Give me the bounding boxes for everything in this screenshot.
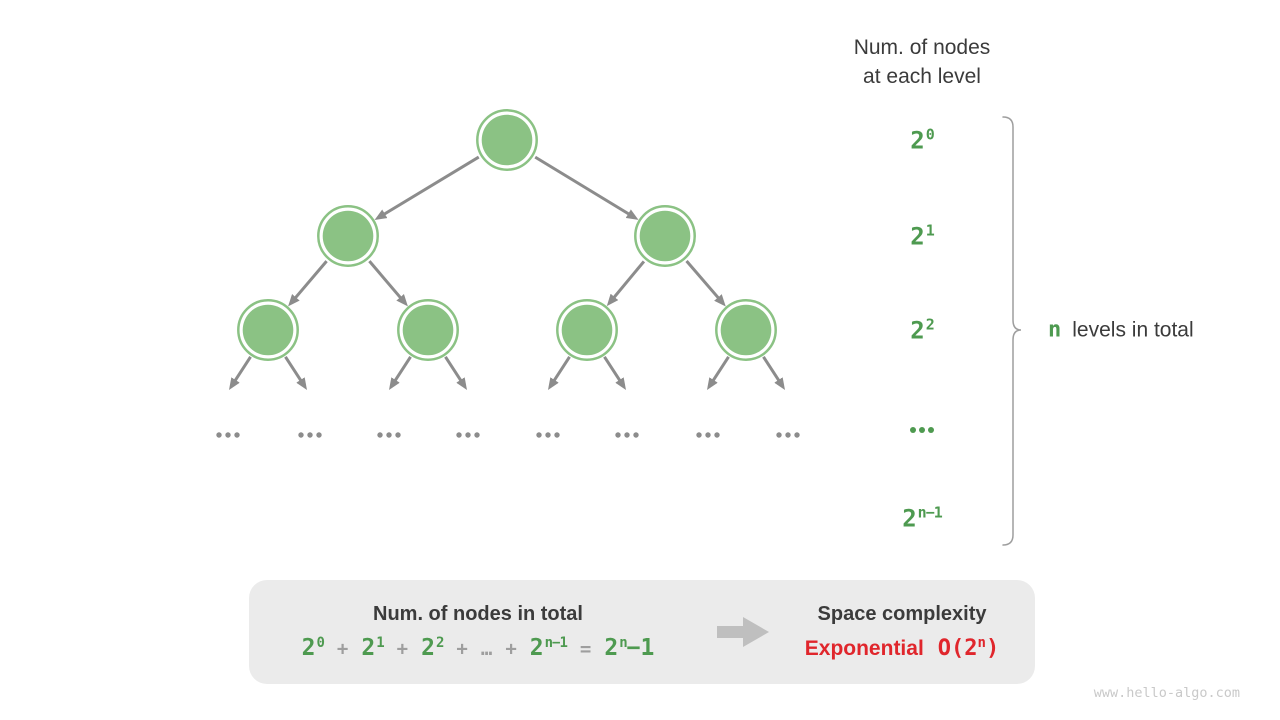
tree-node	[481, 114, 533, 166]
complexity-value: Exponential O(2n)	[769, 635, 1035, 661]
subtree-ellipsis-dot	[395, 432, 401, 438]
formula-term: 22	[421, 635, 445, 661]
subtree-ellipsis-dot	[545, 432, 551, 438]
tree-edge	[762, 356, 785, 391]
space-complexity-title: Space complexity	[817, 603, 987, 625]
tree-edge	[288, 260, 328, 307]
ellipsis-dots	[910, 427, 934, 433]
subtree-ellipsis-dot	[696, 432, 702, 438]
big-o-close: )	[985, 636, 1000, 661]
subtree-ellipsis-dot	[615, 432, 621, 438]
big-o-base: O(2	[937, 636, 978, 661]
subtree-ellipsis-dot	[705, 432, 711, 438]
tree-node	[720, 304, 772, 356]
levels-brace	[1002, 116, 1022, 546]
subtree-ellipsis-dot	[465, 432, 471, 438]
level-label: 22	[910, 315, 935, 345]
summary-right-section: Space complexity Exponential O(2n)	[769, 603, 1035, 661]
subtree-ellipsis-dot	[776, 432, 782, 438]
formula-term: 2n−1	[604, 635, 655, 661]
formula-exponent: 2	[435, 635, 445, 651]
tree-edge	[229, 356, 252, 390]
column-header: Num. of nodes at each level	[854, 33, 991, 91]
formula-operator: +	[396, 638, 409, 660]
subtree-ellipsis-dot	[298, 432, 304, 438]
tree-edges	[229, 155, 785, 391]
dot	[910, 427, 916, 433]
total-nodes-title: Num. of nodes in total	[373, 603, 583, 625]
subtree-ellipsis-dot	[536, 432, 542, 438]
total-nodes-formula: 20+21+22+…+2n−1=2n−1	[249, 635, 707, 661]
tree-nodes	[237, 109, 777, 361]
tree-node	[639, 210, 691, 262]
levels-total-label: n levels in total	[1048, 318, 1194, 343]
subtree-ellipsis-dot	[377, 432, 383, 438]
levels-total-text: levels in total	[1072, 318, 1194, 342]
formula-operator: =	[579, 638, 592, 660]
right-arrow-icon	[717, 617, 769, 647]
formula-term: 2n−1	[529, 635, 568, 661]
summary-box: Num. of nodes in total 20+21+22+…+2n−1=2…	[249, 580, 1035, 684]
level-label: 21	[910, 221, 935, 251]
column-header-line2: at each level	[863, 65, 981, 88]
levels-count-symbol: n	[1048, 317, 1062, 343]
tree-edge	[374, 155, 480, 220]
big-o-notation: O(2n)	[938, 635, 999, 661]
dot	[928, 427, 934, 433]
column-header-line1: Num. of nodes	[853, 36, 991, 59]
tree-edge	[707, 356, 730, 391]
formula-operator: +	[336, 638, 349, 660]
level-label-exponent: 2	[925, 315, 935, 334]
subtree-ellipsis-dot	[785, 432, 791, 438]
tree-node	[242, 304, 294, 356]
complexity-word: Exponential	[804, 637, 924, 660]
summary-left-section: Num. of nodes in total 20+21+22+…+2n−1=2…	[249, 603, 707, 661]
level-label-exponent: 1	[925, 221, 935, 240]
subtree-ellipsis-dot	[633, 432, 639, 438]
tree-node	[402, 304, 454, 356]
tree-edge	[284, 356, 308, 390]
tree-edge	[603, 356, 626, 391]
tree-ellipsis-dots	[216, 432, 800, 438]
tree-edge	[444, 356, 468, 390]
big-o-sup: n	[977, 635, 986, 651]
watermark: www.hello-algo.com	[1093, 685, 1240, 701]
subtree-ellipsis-dot	[307, 432, 313, 438]
subtree-ellipsis-dot	[386, 432, 392, 438]
level-label: 2n−1	[902, 503, 943, 533]
subtree-ellipsis-dot	[554, 432, 560, 438]
tree-edge	[548, 356, 571, 391]
formula-exponent: 0	[316, 635, 325, 651]
formula-term: 20	[301, 635, 325, 661]
subtree-ellipsis-dot	[794, 432, 800, 438]
subtree-ellipsis-dot	[714, 432, 720, 438]
tree-edge	[606, 260, 646, 307]
subtree-ellipsis-dot	[225, 432, 231, 438]
level-label-ellipsis	[910, 427, 934, 433]
formula-operator: +	[505, 638, 517, 660]
dot	[919, 427, 925, 433]
level-label: 20	[910, 125, 935, 155]
tree-node	[561, 304, 613, 356]
subtree-ellipsis-dot	[216, 432, 222, 438]
tree-edge	[685, 260, 726, 307]
subtree-ellipsis-dot	[316, 432, 322, 438]
subtree-ellipsis-dot	[456, 432, 462, 438]
tree-edge	[368, 260, 408, 307]
formula-exponent: n−1	[544, 635, 568, 651]
tree-edge	[534, 155, 639, 220]
formula-exponent: n	[619, 635, 628, 651]
formula-term: 21	[361, 635, 385, 661]
tree-node	[322, 210, 374, 262]
level-label-exponent: n−1	[917, 503, 943, 522]
level-label-exponent: 0	[925, 125, 935, 144]
tree-edge	[388, 356, 412, 390]
subtree-ellipsis-dot	[624, 432, 630, 438]
formula-operator: +	[456, 638, 468, 660]
formula-operator: …	[480, 638, 493, 660]
subtree-ellipsis-dot	[234, 432, 240, 438]
subtree-ellipsis-dot	[474, 432, 480, 438]
formula-exponent: 1	[376, 635, 385, 651]
